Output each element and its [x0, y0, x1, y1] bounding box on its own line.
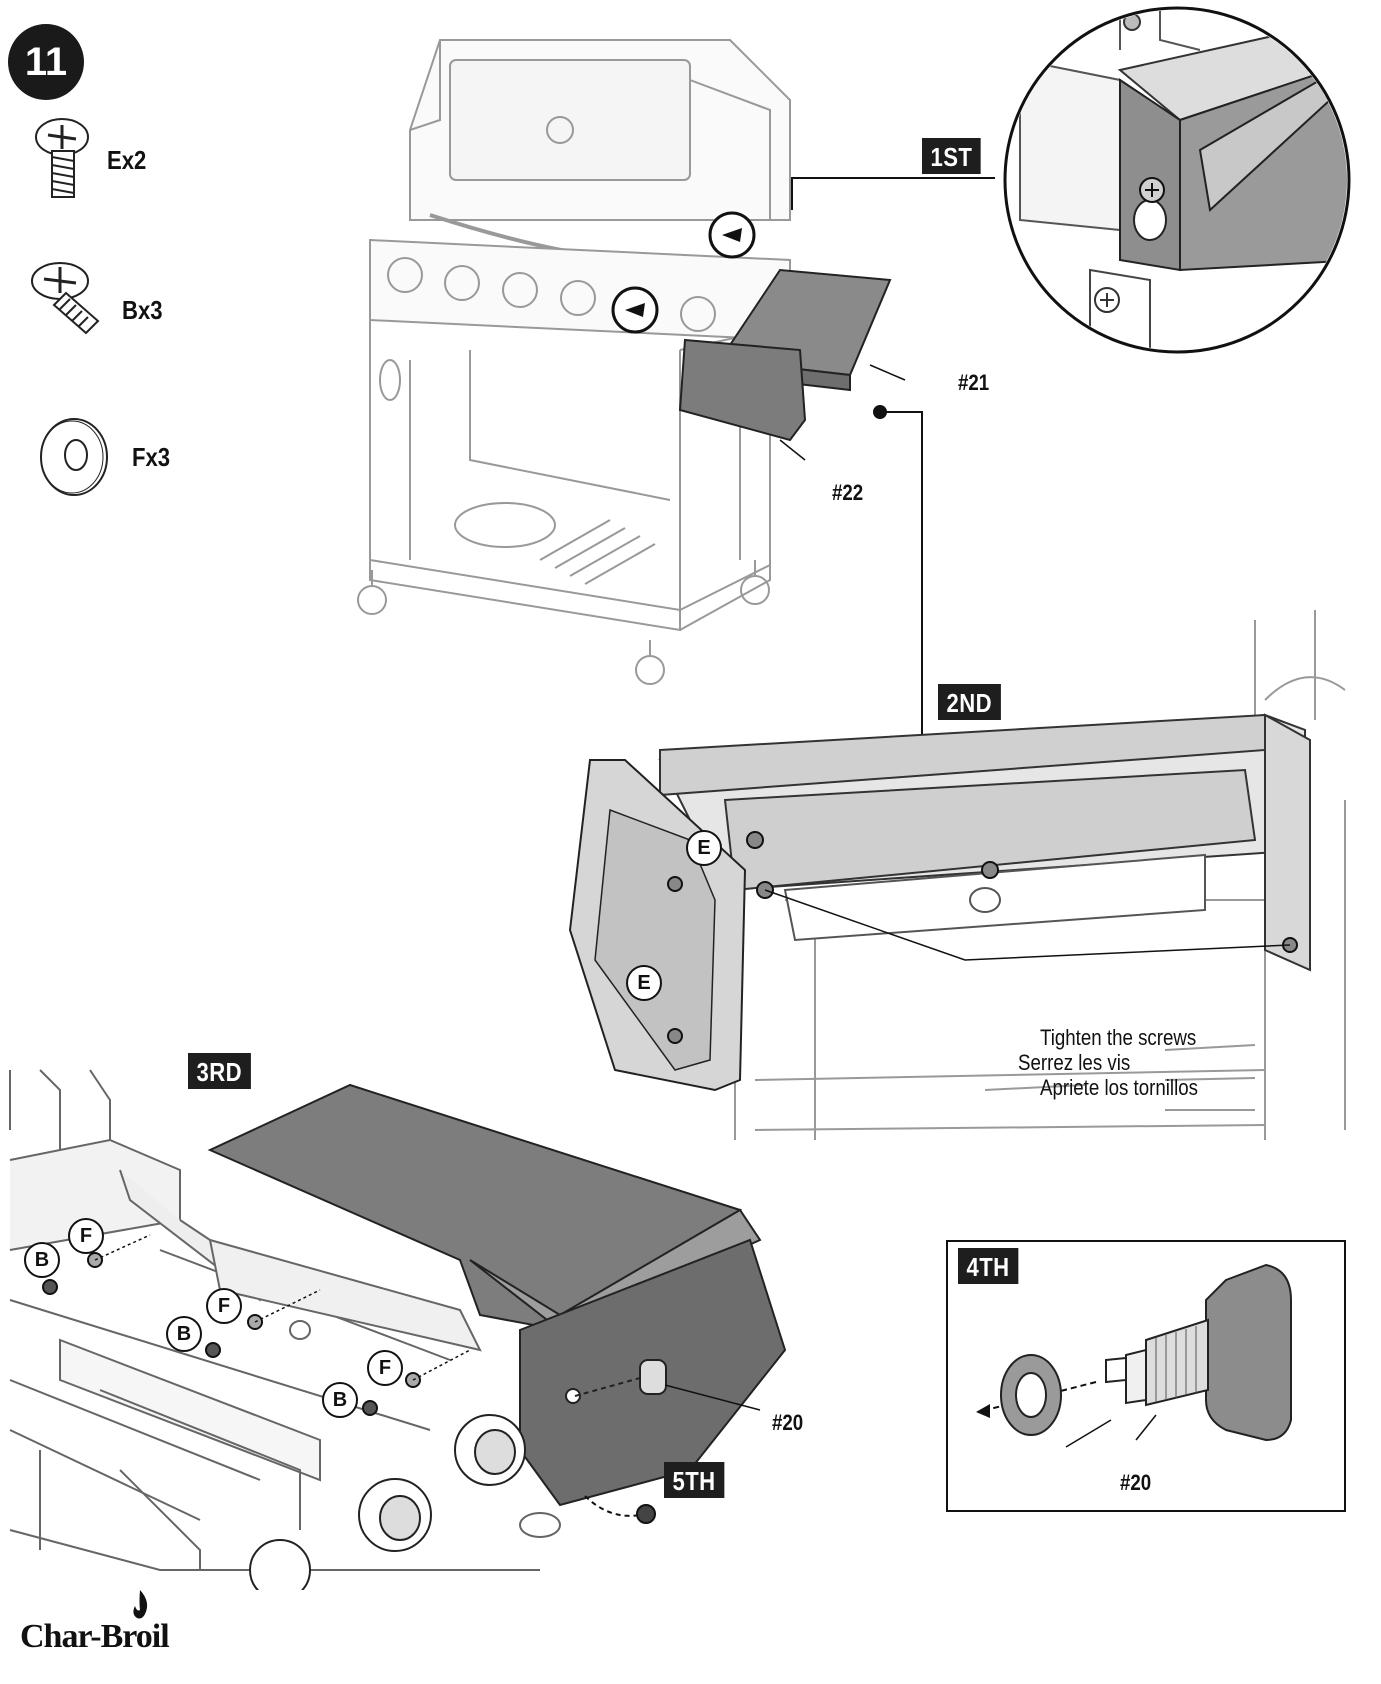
marker-e-lower: E	[626, 965, 662, 1001]
marker-f-2: F	[206, 1288, 242, 1324]
part-label-21: #21	[958, 370, 990, 395]
screw-e-icon	[26, 115, 106, 205]
marker-f-3: F	[367, 1350, 403, 1386]
connector-2nd	[873, 405, 923, 735]
detail-3rd-illustration	[9, 1069, 787, 1590]
callout-line-es: Apriete los tornillos	[1040, 1075, 1198, 1100]
hardware-label-e: Ex2	[107, 145, 147, 175]
detail-2nd-illustration	[568, 610, 1346, 1140]
step-number-badge: 11	[8, 24, 84, 100]
marker-f-1: F	[68, 1218, 104, 1254]
brand-name: Char-Broil	[20, 1618, 170, 1655]
step-tag-2nd: 2ND	[938, 684, 1001, 720]
hardware-label-f: Fx3	[132, 442, 171, 472]
flame-icon	[133, 1590, 148, 1619]
step-tag-3rd: 3RD	[188, 1053, 251, 1089]
part-label-20-main: #20	[772, 1410, 804, 1435]
brand-logo: Char-Broil	[20, 1590, 170, 1656]
washer-f-icon	[36, 415, 116, 500]
step-tag-4th: 4TH	[958, 1248, 1019, 1284]
step-tag-5th: 5TH	[664, 1462, 725, 1498]
screw-b-icon	[26, 255, 116, 345]
marker-b-3: B	[322, 1382, 358, 1418]
marker-b-2: B	[166, 1316, 202, 1352]
hardware-label-b: Bx3	[122, 295, 163, 325]
detail-1st-callout	[791, 6, 1351, 354]
part-label-22: #22	[832, 480, 864, 505]
callout-line-en: Tighten the screws	[1040, 1025, 1197, 1050]
step-tag-1st: 1ST	[922, 138, 981, 174]
knob-assembly-illustration	[976, 1263, 1292, 1448]
marker-e-upper: E	[686, 830, 722, 866]
callout-line-fr: Serrez les vis	[1018, 1050, 1131, 1075]
part-label-20-detail: #20	[1120, 1470, 1152, 1495]
grill-illustration	[357, 39, 906, 685]
marker-b-1: B	[24, 1242, 60, 1278]
step-number: 11	[24, 39, 68, 84]
